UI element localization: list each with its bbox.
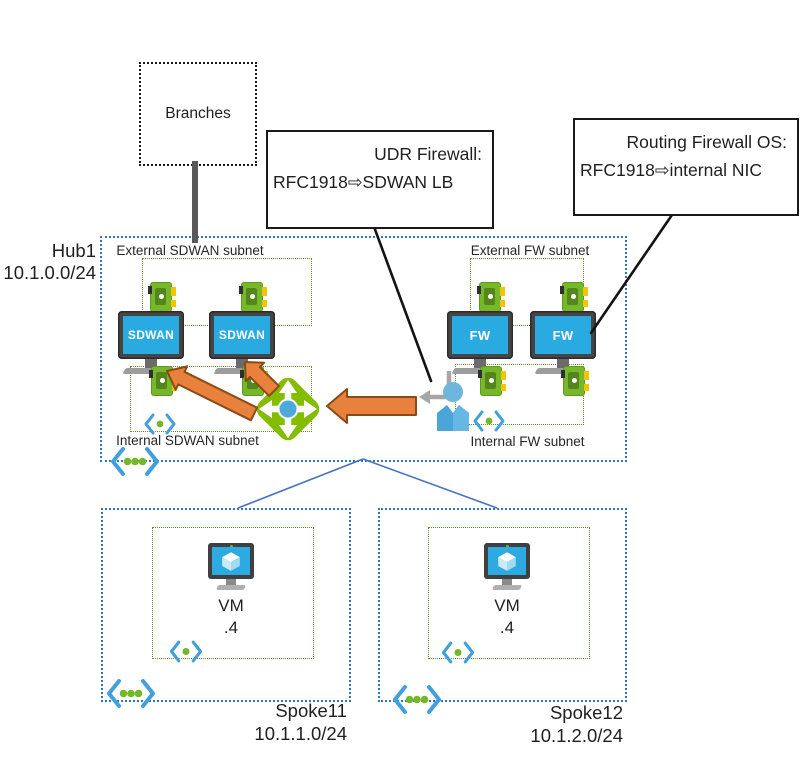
vnet-icon bbox=[393, 685, 441, 714]
nic-icon bbox=[559, 282, 589, 312]
routing-callout-title: Routing Firewall OS: bbox=[626, 132, 787, 152]
hub-cidr: 10.1.0.0/24 bbox=[3, 262, 96, 283]
sdwan-appliance-1: SDWAN bbox=[116, 280, 186, 402]
subnet-icon bbox=[473, 410, 505, 432]
spoke11-name: Spoke11 bbox=[275, 700, 347, 721]
nic-icon bbox=[147, 282, 177, 312]
nic-icon bbox=[239, 366, 269, 396]
fw-appliance-1-label: FW bbox=[452, 316, 508, 354]
hub-name: Hub1 bbox=[51, 240, 96, 261]
spoke11-vm-ip: .4 bbox=[223, 618, 239, 637]
nic-icon bbox=[148, 366, 178, 396]
vm-icon bbox=[475, 543, 539, 593]
external-sdwan-subnet-label: External SDWAN subnet bbox=[116, 243, 264, 258]
spoke12-name: Spoke12 bbox=[549, 702, 623, 723]
spoke12-subnet-rect bbox=[428, 527, 590, 659]
spoke11-cidr: 10.1.1.0/24 bbox=[254, 723, 347, 744]
branches-box: Branches bbox=[139, 62, 257, 166]
external-fw-subnet-label: External FW subnet bbox=[470, 243, 590, 258]
subnet-icon bbox=[144, 413, 176, 435]
sdwan-appliance-2-label: SDWAN bbox=[214, 316, 270, 354]
udr-firewall-callout: UDR Firewall: RFC1918⇨SDWAN LB bbox=[266, 130, 494, 229]
nic-icon bbox=[477, 366, 507, 396]
vnet-icon bbox=[111, 447, 159, 476]
spoke11-vm-label: VM bbox=[218, 596, 244, 615]
routing-firewall-os-callout: Routing Firewall OS: RFC1918⇨internal NI… bbox=[573, 118, 799, 216]
spoke12-cidr: 10.1.2.0/24 bbox=[530, 725, 623, 746]
nic-icon bbox=[238, 282, 268, 312]
sdwan-appliance-2: SDWAN bbox=[207, 280, 277, 402]
branches-label: Branches bbox=[165, 105, 231, 122]
routing-callout-rule: RFC1918⇨internal NIC bbox=[580, 160, 762, 180]
internal-fw-subnet-label: Internal FW subnet bbox=[470, 434, 585, 449]
cube-icon bbox=[222, 552, 240, 571]
nic-icon bbox=[560, 366, 590, 396]
spoke12-vm-ip: .4 bbox=[499, 618, 515, 637]
internal-sdwan-subnet-label: Internal SDWAN subnet bbox=[116, 433, 259, 448]
nic-icon bbox=[476, 282, 506, 312]
fw-appliance-1: FW bbox=[445, 280, 515, 402]
hub-spoke-connector-lines bbox=[237, 458, 498, 509]
subnet-icon bbox=[441, 641, 475, 664]
vnet-icon bbox=[107, 679, 155, 708]
spoke12-vm-label: VM bbox=[494, 596, 520, 615]
spoke11-vnet-box bbox=[101, 508, 351, 702]
cube-icon bbox=[498, 552, 516, 571]
fw-appliance-2-label: FW bbox=[535, 316, 591, 354]
udr-callout-rule: RFC1918⇨SDWAN LB bbox=[273, 172, 454, 192]
spoke12-vnet-box bbox=[378, 508, 627, 702]
fw-appliance-2: FW bbox=[528, 280, 598, 402]
vm-icon bbox=[199, 543, 263, 593]
sdwan-appliance-1-label: SDWAN bbox=[123, 316, 179, 354]
udr-callout-title: UDR Firewall: bbox=[374, 144, 482, 164]
spoke11-subnet-rect bbox=[152, 527, 314, 659]
subnet-icon bbox=[169, 640, 203, 663]
